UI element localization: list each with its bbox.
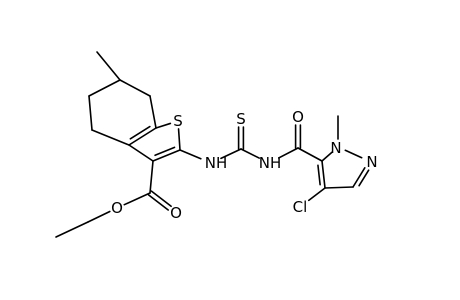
bond-line-inner <box>129 125 151 140</box>
bond-Cp4-Cp5 <box>317 160 326 189</box>
bond-C_et1-C_et2 <box>55 221 89 238</box>
atom-label-O_eth: O <box>111 199 123 217</box>
bond-C5-C6 <box>88 79 121 97</box>
bond-line <box>177 128 181 151</box>
bond-line <box>123 192 151 206</box>
bond-C_thio-S_thio <box>237 126 245 150</box>
bond-Np2-Cp3 <box>352 167 370 188</box>
atom-label-S_thio: S <box>236 110 246 128</box>
bond-O_eth-C_et1 <box>87 210 111 223</box>
bond-line <box>352 167 366 188</box>
atom-label-Np1: N <box>330 139 341 157</box>
bond-line-inner <box>358 169 370 187</box>
bond-line <box>324 186 354 189</box>
bond-C_am-O_am <box>294 124 302 149</box>
bond-C2-C3 <box>152 146 181 162</box>
bond-C_est-O_dbl <box>147 190 172 211</box>
bond-line <box>149 95 157 129</box>
atom-label-layer: S O O NH S NH O N N Cl <box>111 108 378 222</box>
bond-line <box>128 144 154 162</box>
bond-line <box>152 149 181 162</box>
bond-line <box>220 148 242 160</box>
bond-line <box>155 122 172 129</box>
bond-Cp4-Cl <box>307 187 326 202</box>
bond-line <box>87 210 111 223</box>
bond-line <box>91 129 130 146</box>
bond-C7a-S1 <box>155 122 172 129</box>
bond-line <box>96 51 121 81</box>
atom-label-O_am: O <box>292 108 304 126</box>
bond-line-inner <box>317 164 321 186</box>
bond-line <box>147 194 169 211</box>
bond-line <box>240 148 260 159</box>
bond-C_am-Cp5 <box>297 147 323 162</box>
atom-label-Np2: N <box>366 153 377 171</box>
bond-layer <box>55 51 370 238</box>
atom-label-O_dbl: O <box>170 204 182 222</box>
bond-line <box>119 79 151 97</box>
bond-line <box>128 127 157 146</box>
bond-N_b-C_am <box>277 147 299 159</box>
bond-Np1-Np2 <box>344 149 363 159</box>
bond-line <box>344 149 363 159</box>
bond-line <box>321 151 333 162</box>
bond-line-inner <box>154 146 176 157</box>
bond-C2-N_a <box>179 149 202 160</box>
bond-line <box>88 95 93 131</box>
atom-label-Cl: Cl <box>293 198 308 216</box>
atom-label-S1: S <box>173 112 183 130</box>
bond-line <box>297 147 323 162</box>
bond-line <box>321 160 326 189</box>
bond-C3-C_est <box>149 160 154 194</box>
bond-Cp5-Np1 <box>321 151 333 162</box>
bond-line <box>55 221 89 238</box>
atom-label-N_b: NH <box>259 154 282 172</box>
bond-C3a-C7a <box>128 125 157 146</box>
bond-N_a-C_thio <box>220 148 242 160</box>
bond-line <box>150 190 172 208</box>
bond-line <box>88 79 121 97</box>
bond-C_thio-N_b <box>240 148 260 159</box>
bond-line <box>179 149 202 160</box>
bond-line <box>149 160 154 194</box>
bond-C_me6-C6 <box>96 51 121 81</box>
bond-line <box>277 147 299 159</box>
bond-C6-C7 <box>119 79 151 97</box>
bond-C_est-O_eth <box>123 192 151 206</box>
bond-C4-C5 <box>88 95 93 131</box>
atom-label-N_a: NH <box>205 154 228 172</box>
bond-Cp3-Cp4 <box>324 186 354 189</box>
bond-line <box>307 187 326 202</box>
bond-C3a-C4 <box>91 129 130 146</box>
bond-S1-C2 <box>177 128 181 151</box>
bond-C3-C3a <box>128 144 154 162</box>
bond-C7-C7a <box>149 95 157 129</box>
